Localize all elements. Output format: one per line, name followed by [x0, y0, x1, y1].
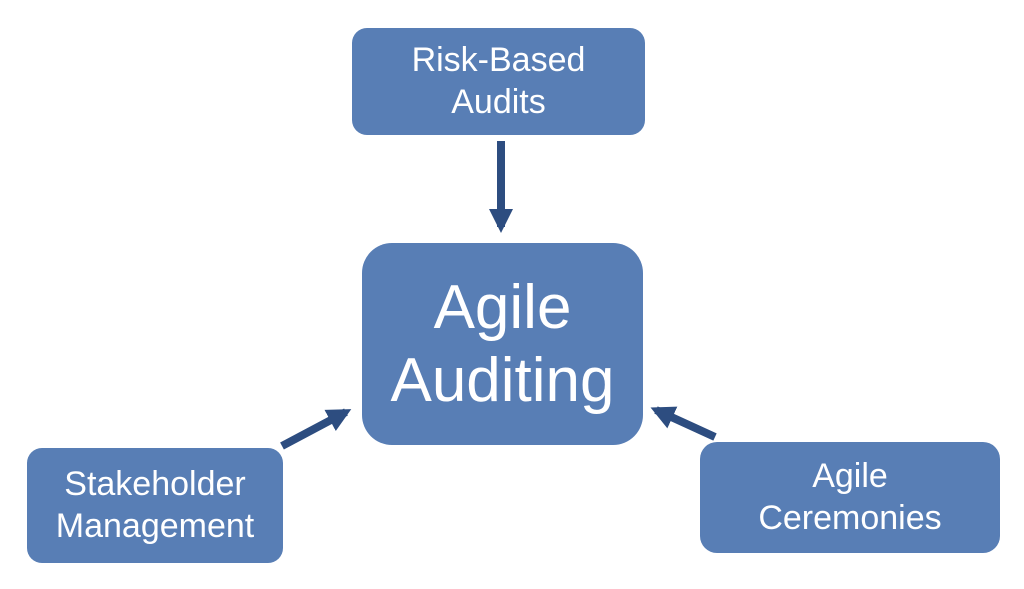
arrow-agile-ceremonies-to-agile-auditing — [650, 406, 717, 441]
node-agile-ceremonies-label: Agile Ceremonies — [758, 457, 942, 537]
node-agile-auditing: Agile Auditing — [362, 243, 643, 445]
node-risk-based-audits-label: Risk-Based Audits — [411, 41, 586, 121]
node-stakeholder-management: Stakeholder Management — [27, 448, 283, 563]
node-stakeholder-management-label: Stakeholder Management — [55, 465, 255, 545]
node-agile-ceremonies: Agile Ceremonies — [700, 442, 1000, 553]
node-risk-based-audits: Risk-Based Audits — [352, 28, 645, 135]
node-agile-auditing-label: Agile Auditing — [390, 272, 615, 415]
arrow-stakeholder-management-to-agile-auditing — [280, 408, 352, 450]
